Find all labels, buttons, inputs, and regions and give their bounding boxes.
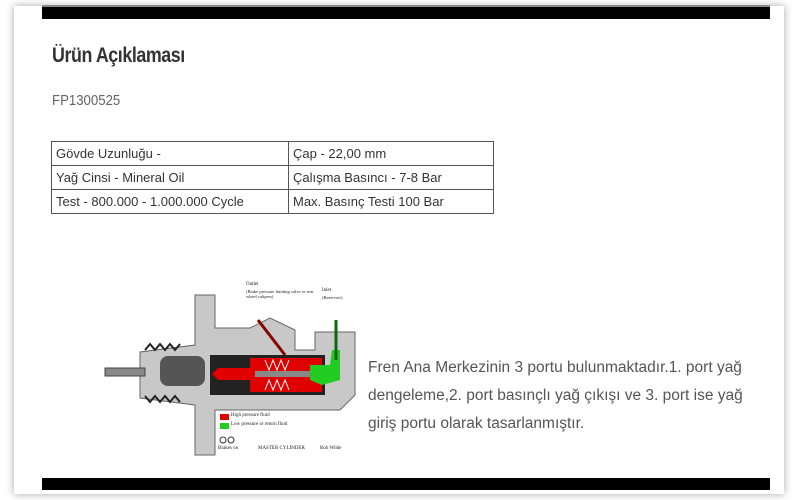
legend-low-swatch bbox=[220, 423, 229, 429]
legend-high-swatch bbox=[220, 414, 229, 420]
diagram-credit: Rob Wilde bbox=[320, 446, 342, 451]
inlet-note: (Reservoir) bbox=[322, 295, 343, 300]
section-title: Ürün Açıklaması bbox=[52, 44, 185, 67]
master-cylinder-diagram bbox=[104, 294, 356, 456]
bottom-divider-bar bbox=[42, 478, 770, 490]
diagram-caption: MASTER CYLINDER bbox=[258, 446, 305, 451]
spec-cell: Yağ Cinsi - Mineral Oil bbox=[51, 165, 289, 190]
spec-table: Gövde Uzunluğu -Çap - 22,00 mm Yağ Cinsi… bbox=[51, 141, 494, 214]
spec-cell: Çalışma Basıncı - 7-8 Bar bbox=[288, 165, 494, 190]
outlet-note: (Brake pressure limiting valve or rear w… bbox=[246, 289, 314, 300]
legend-low: Low pressure or return fluid bbox=[231, 422, 288, 427]
inlet-label: Inlet bbox=[322, 288, 332, 293]
table-row: Gövde Uzunluğu -Çap - 22,00 mm bbox=[51, 141, 494, 166]
outlet-label: Outlet bbox=[246, 282, 259, 287]
spec-cell: Gövde Uzunluğu - bbox=[51, 141, 289, 166]
low-pressure-region bbox=[310, 350, 340, 385]
product-code: FP1300525 bbox=[52, 92, 121, 109]
spec-cell: Max. Basınç Testi 100 Bar bbox=[288, 189, 494, 214]
top-divider-bar bbox=[42, 5, 770, 19]
legend-high: High pressure fluid bbox=[231, 413, 270, 418]
product-card bbox=[14, 6, 784, 494]
brakes-on-label: Brakes on bbox=[218, 446, 239, 451]
product-description: Fren Ana Merkezinin 3 portu bulunmaktadı… bbox=[368, 359, 743, 432]
spec-cell: Çap - 22,00 mm bbox=[288, 141, 494, 166]
spec-cell: Test - 800.000 - 1.000.000 Cycle bbox=[51, 189, 289, 214]
